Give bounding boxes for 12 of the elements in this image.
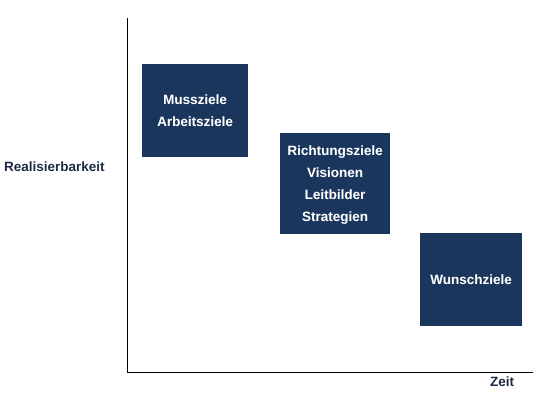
goal-text: Visionen — [306, 164, 364, 182]
goal-text: Leitbilder — [304, 186, 366, 204]
goal-text: Mussziele — [163, 90, 227, 108]
goal-text: Wunschziele — [430, 270, 512, 288]
goal-box — [280, 133, 390, 234]
goal-text: Richtungsziele — [287, 142, 383, 160]
goal-box — [420, 233, 522, 326]
goal-text: Strategien — [302, 208, 368, 226]
goal-box — [142, 64, 248, 157]
axis-label: Realisierbarkeit — [4, 159, 105, 174]
goal-text: Arbeitsziele — [157, 112, 233, 130]
axis-label: Zeit — [490, 374, 514, 389]
